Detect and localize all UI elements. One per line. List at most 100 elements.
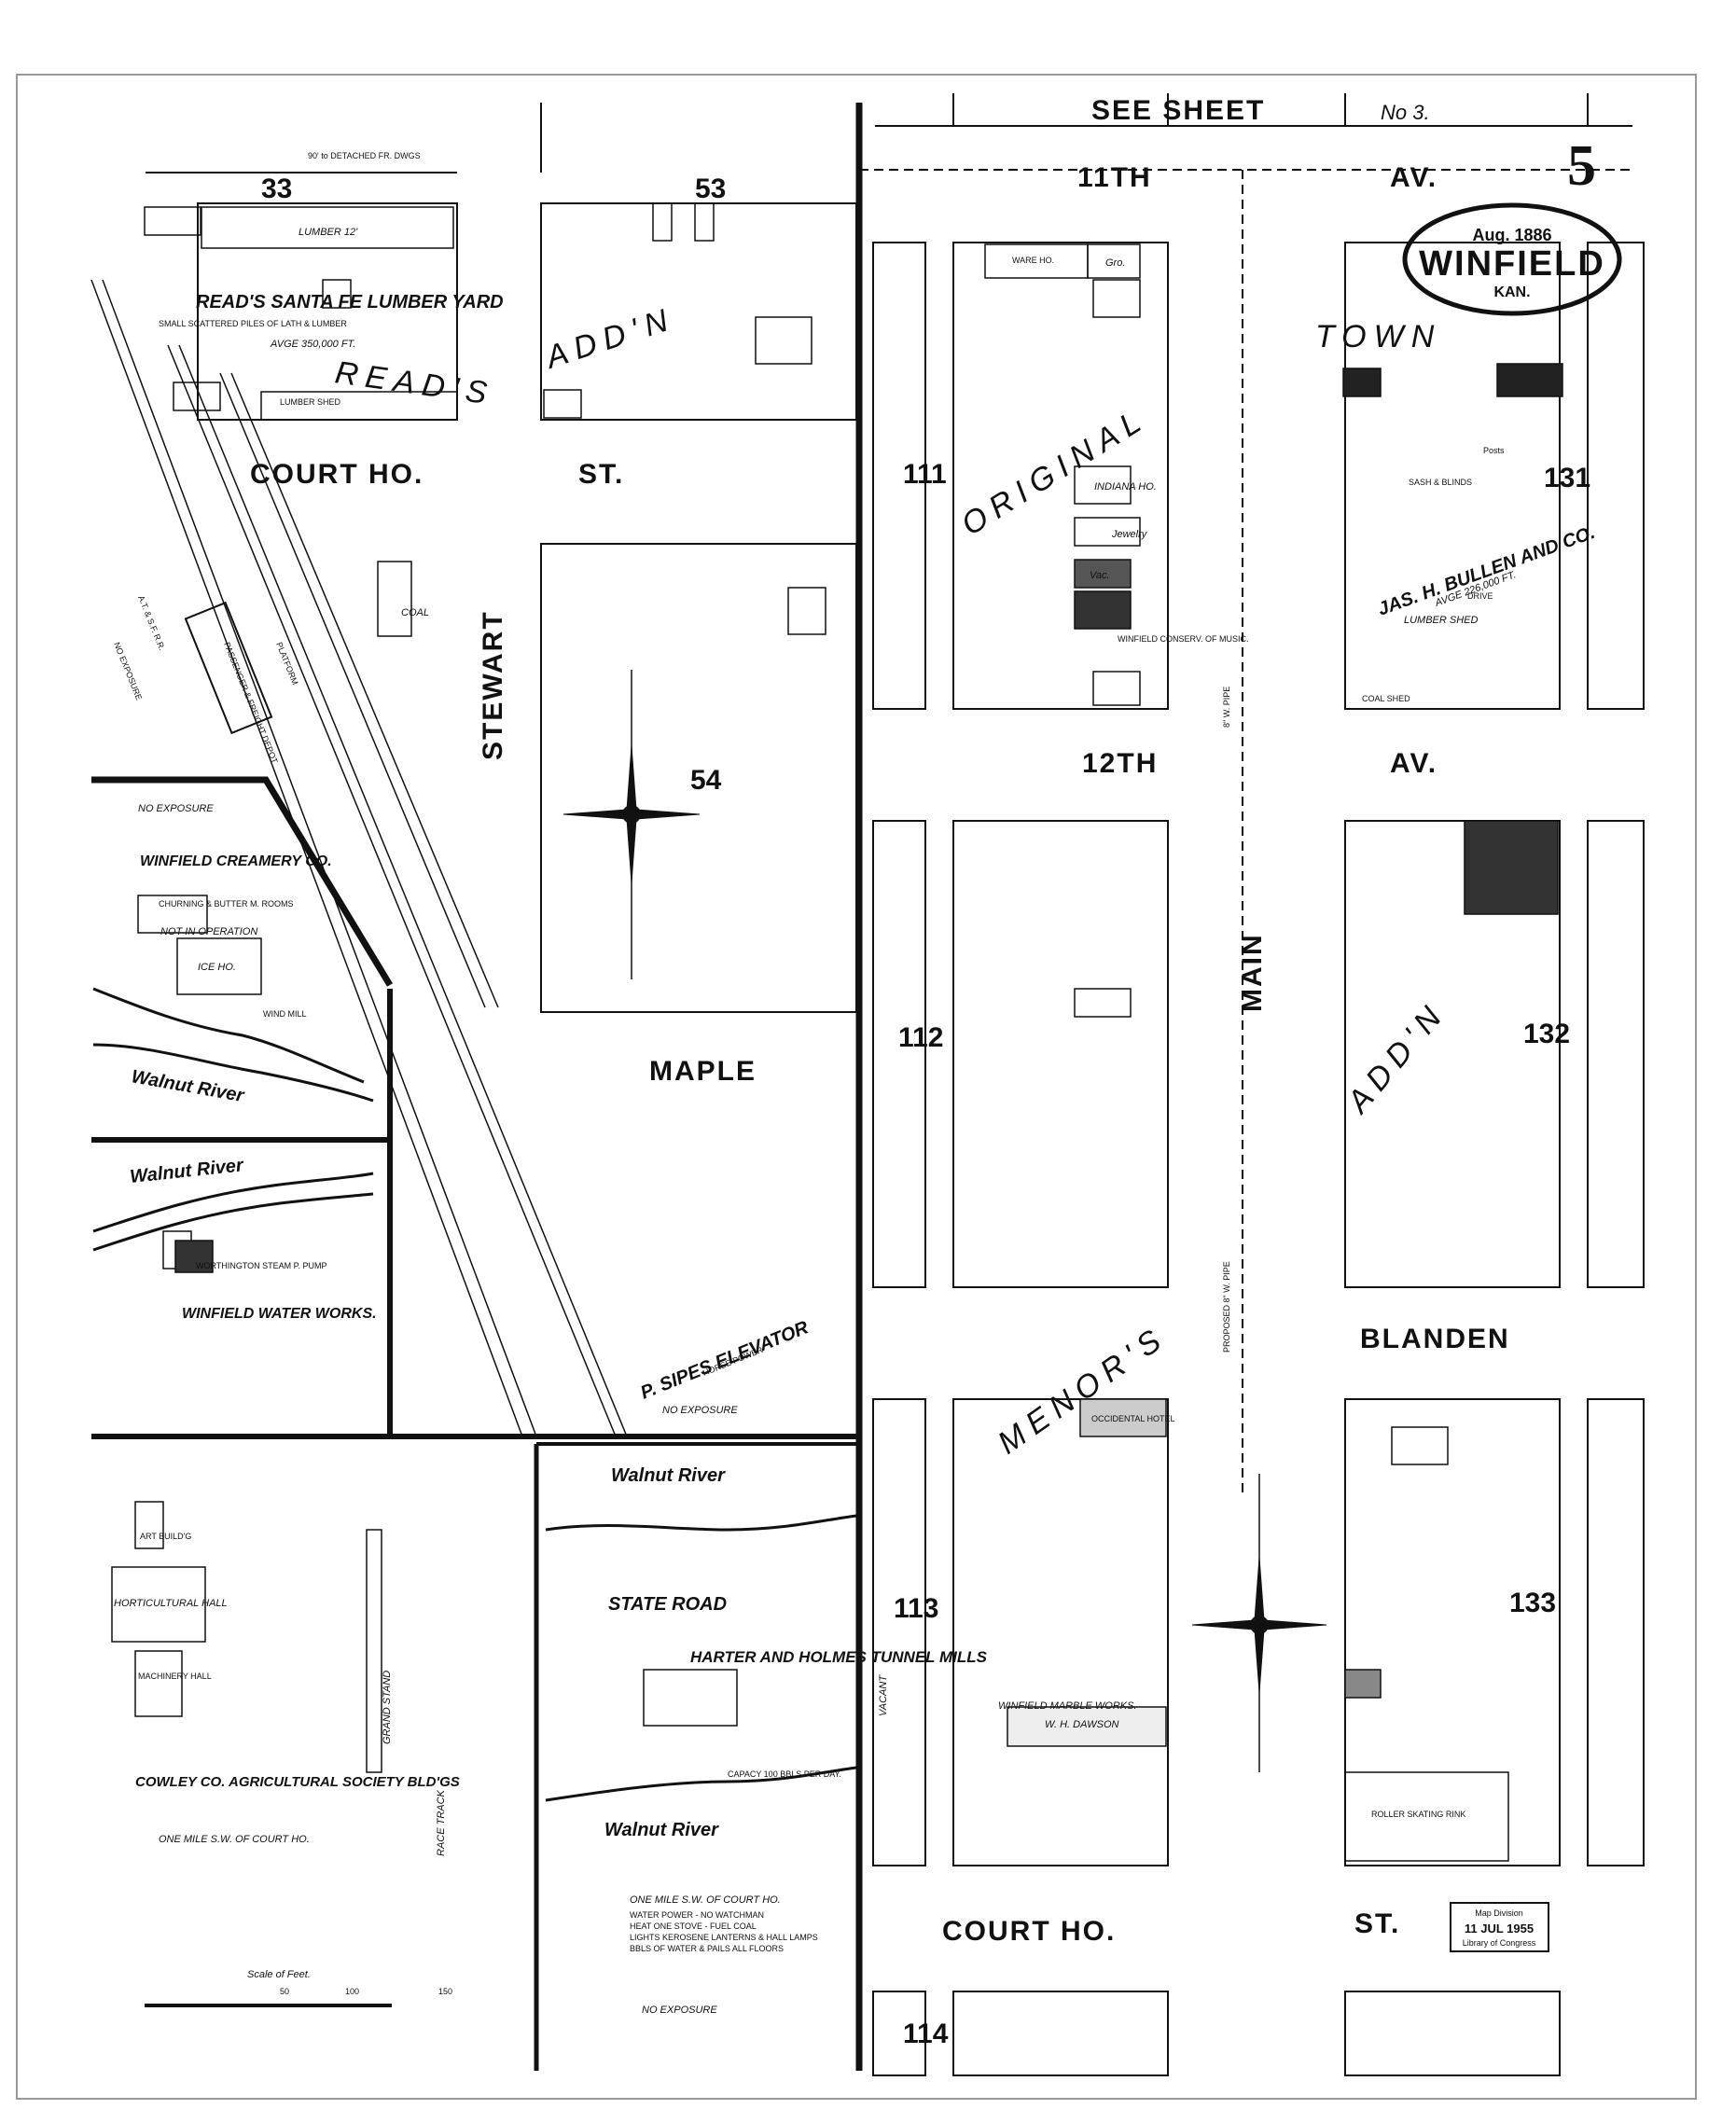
label-capacity: CAPACY 100 BBLS PER DAY. bbox=[728, 1769, 841, 1779]
block-131: 131 bbox=[1544, 463, 1590, 493]
label-occidental: OCCIDENTAL HOTEL bbox=[1091, 1414, 1175, 1423]
label-vac: Vac. bbox=[1090, 570, 1110, 581]
label-mills-note-1: WATER POWER - NO WATCHMAN bbox=[630, 1910, 764, 1920]
label-water-works: WINFIELD WATER WORKS. bbox=[182, 1306, 377, 1322]
label-indiana-ho: INDIANA HO. bbox=[1094, 481, 1157, 493]
compass-rose-bottom bbox=[1191, 1474, 1327, 1772]
block-132: 132 bbox=[1523, 1019, 1570, 1049]
label-conservatory: WINFIELD CONSERV. OF MUSIC. bbox=[1118, 634, 1249, 644]
label-creamery: WINFIELD CREAMERY CO. bbox=[140, 853, 332, 869]
street-labels: 11TH AV. 12TH AV. COURT HO. ST. COURT HO… bbox=[250, 162, 1510, 1947]
label-jewelry: Jewelry bbox=[1111, 529, 1148, 540]
label-mills-no-exposure: NO EXPOSURE bbox=[642, 2005, 717, 2016]
label-harter: HARTER AND HOLMES TUNNEL MILLS bbox=[690, 1648, 988, 1666]
compass-rose-top bbox=[562, 670, 701, 979]
street-11th: 11TH bbox=[1077, 162, 1152, 193]
street-stewart: STEWART bbox=[478, 610, 508, 760]
stamp-line-2: 11 JUL 1955 bbox=[1465, 1922, 1534, 1936]
label-one-mile-cowley: ONE MILE S.W. OF COURT HO. bbox=[159, 1834, 310, 1845]
area-reads: READ'S bbox=[333, 354, 496, 412]
label-churning: CHURNING & BUTTER M. ROOMS bbox=[159, 899, 294, 909]
block-111: 111 bbox=[903, 459, 947, 490]
stamp-line-3: Library of Congress bbox=[1463, 1938, 1536, 1948]
area-original: ORIGINAL bbox=[955, 401, 1153, 543]
sheet-number: 5 bbox=[1567, 134, 1596, 198]
street-blanden: BLANDEN bbox=[1360, 1324, 1510, 1354]
scale-tick-150: 150 bbox=[438, 1987, 452, 1996]
label-lumber-avge: AVGE 350,000 FT. bbox=[270, 339, 355, 350]
map-frame-lines bbox=[91, 103, 1632, 2071]
label-grand-stand: GRAND STAND bbox=[382, 1671, 393, 1744]
state-name: KAN. bbox=[1493, 284, 1530, 300]
scale-tick-50: 50 bbox=[280, 1987, 289, 1996]
library-stamp: Map Division 11 JUL 1955 Library of Cong… bbox=[1450, 1902, 1549, 1952]
header: SEE SHEET No 3. 5 Aug. 1886 WINFIELD KAN… bbox=[1091, 95, 1622, 316]
label-dawson: W. H. DAWSON bbox=[1045, 1719, 1119, 1730]
block-54: 54 bbox=[690, 765, 722, 796]
street-main: MAIN bbox=[1237, 933, 1268, 1012]
street-12th: 12TH bbox=[1082, 748, 1158, 779]
label-marble: WINFIELD MARBLE WORKS. bbox=[998, 1700, 1137, 1712]
see-sheet-label: SEE SHEET bbox=[1091, 95, 1265, 126]
label-lumber-shed-right: LUMBER SHED bbox=[1404, 615, 1479, 626]
label-lumber-12: LUMBER 12' bbox=[299, 227, 358, 238]
area-menors: MENOR'S bbox=[992, 1319, 1174, 1462]
street-court-ho-top: COURT HO. bbox=[250, 459, 424, 490]
label-walnut-river-4: Walnut River bbox=[604, 1820, 719, 1840]
label-lumber-yard: READ'S SANTA FE LUMBER YARD bbox=[196, 292, 504, 312]
label-mills-note-3: LIGHTS KEROSENE LANTERNS & HALL LAMPS bbox=[630, 1933, 818, 1942]
label-race-track: RACE TRACK bbox=[436, 1789, 447, 1856]
label-not-op: NOT IN OPERATION bbox=[160, 926, 257, 937]
label-art-bldg: ART BUILD'G bbox=[140, 1532, 191, 1541]
label-detached: 90' to DETACHED FR. DWGS bbox=[308, 151, 421, 160]
label-lumber-shed: LUMBER SHED bbox=[280, 397, 341, 407]
block-33: 33 bbox=[261, 173, 292, 204]
depot-label: PASSENGER & FREIGHT DEPOT bbox=[222, 641, 280, 765]
label-walnut-river-1: Walnut River bbox=[130, 1066, 246, 1106]
rr-label: A.T. & S.F. R.R. bbox=[136, 594, 167, 652]
block-53: 53 bbox=[695, 173, 726, 204]
label-ware-ho: WARE HO. bbox=[1012, 256, 1054, 265]
label-gro: Gro. bbox=[1105, 257, 1125, 269]
block-113: 113 bbox=[894, 1593, 938, 1624]
title-cartouche bbox=[1402, 202, 1622, 316]
block-114: 114 bbox=[903, 2019, 949, 2049]
walnut-river bbox=[92, 987, 857, 1802]
label-one-mile-mills: ONE MILE S.W. OF COURT HO. bbox=[630, 1894, 781, 1906]
label-vacant: VACANT bbox=[878, 1674, 889, 1716]
railroad-tracks bbox=[90, 279, 628, 1437]
street-court-ho-bottom: COURT HO. bbox=[942, 1916, 1116, 1947]
map-date: Aug. 1886 bbox=[1472, 226, 1551, 244]
street-12th-av: AV. bbox=[1390, 748, 1437, 779]
depot: PASSENGER & FREIGHT DEPOT PLATFORM bbox=[184, 601, 300, 765]
w-pipe-label: 8" W. PIPE bbox=[1222, 687, 1231, 728]
label-horticultural: HORTICULTURAL HALL bbox=[114, 1598, 228, 1609]
label-bullen: JAS. H. BULLEN AND CO. bbox=[1375, 522, 1598, 620]
buildings bbox=[111, 202, 1563, 1862]
block-112: 112 bbox=[898, 1022, 943, 1053]
label-posts: Posts bbox=[1483, 446, 1505, 455]
label-sash: SASH & BLINDS bbox=[1409, 478, 1472, 487]
area-addn-right: ADD'N bbox=[1340, 994, 1453, 1120]
label-mills-note-2: HEAT ONE STOVE - FUEL COAL bbox=[630, 1922, 757, 1931]
label-coal: COAL bbox=[401, 607, 429, 618]
label-walnut-river-2: Walnut River bbox=[129, 1155, 245, 1187]
label-worthington: WORTHINGTON STEAM P. PUMP bbox=[196, 1261, 327, 1270]
street-maple: MAPLE bbox=[649, 1056, 757, 1087]
street-court-ho-bottom-st: ST. bbox=[1354, 1908, 1400, 1939]
rr-no-exposure: NO EXPOSURE bbox=[112, 641, 144, 701]
block-outlines bbox=[146, 93, 1645, 2076]
block-133: 133 bbox=[1509, 1588, 1556, 1618]
street-11th-av: AV. bbox=[1390, 162, 1437, 193]
water-pipes bbox=[859, 169, 1632, 1492]
proposed-pipe-label: PROPOSED 8" W. PIPE bbox=[1222, 1261, 1231, 1353]
label-creamery-no-exposure: NO EXPOSURE bbox=[138, 803, 214, 814]
area-town: TOWN bbox=[1315, 319, 1441, 354]
city-name: WINFIELD bbox=[1419, 244, 1605, 284]
label-state-road: STATE ROAD bbox=[608, 1594, 727, 1615]
label-roller: ROLLER SKATING RINK bbox=[1371, 1810, 1465, 1819]
label-wind-mill: WIND MILL bbox=[263, 1009, 307, 1019]
label-ice-ho: ICE HO. bbox=[198, 962, 236, 973]
label-machinery: MACHINERY HALL bbox=[138, 1672, 212, 1681]
